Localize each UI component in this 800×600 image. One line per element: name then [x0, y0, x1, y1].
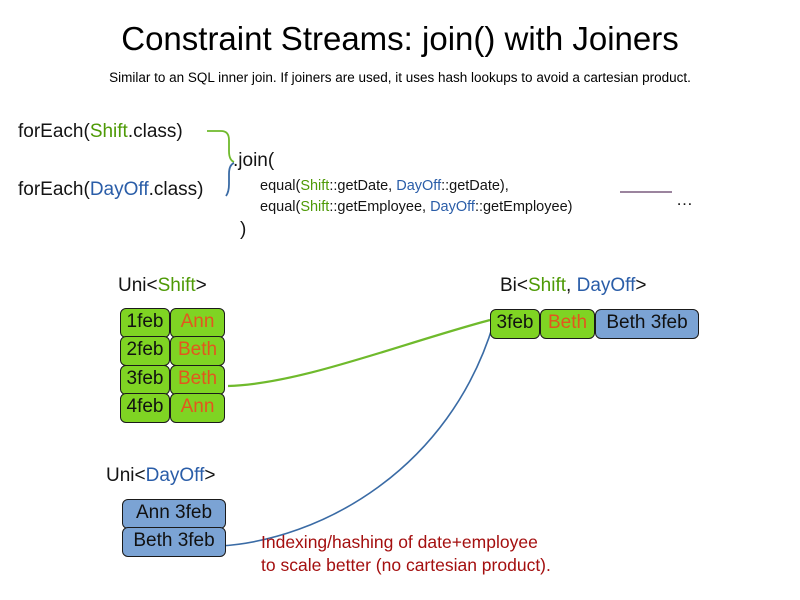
cell-date: 3feb — [120, 364, 170, 395]
page-subtitle: Similar to an SQL inner join. If joiners… — [109, 70, 691, 85]
joiner-1-left-method: ::getEmployee, — [329, 199, 431, 215]
uni-dayoff-label-type: DayOff — [145, 465, 205, 486]
table-row[interactable]: 3feb Beth — [120, 364, 225, 395]
annotation-note: Indexing/hashing of date+employee to sca… — [261, 531, 551, 577]
bi-label-sep: , — [566, 275, 577, 296]
bi-label-type-b: DayOff — [576, 275, 636, 296]
annotation-line-2: to scale better (no cartesian product). — [261, 555, 551, 575]
code-join-close: ) — [240, 219, 247, 240]
joiner-0-left-type: Shift — [300, 178, 330, 194]
joiner-0-right-type: DayOff — [396, 178, 442, 194]
code-joiner-equal-employee: equal(Shift::getEmployee, DayOff::getEmp… — [260, 199, 572, 215]
table-row[interactable]: 3feb Beth Beth 3feb — [490, 309, 699, 339]
cell-dayoff-pair: Ann 3feb — [122, 499, 226, 529]
joiner-ellipsis: … — [676, 190, 694, 209]
foreach-dayoff-type: DayOff — [89, 179, 149, 200]
foreach-dayoff-suffix: .class) — [148, 179, 204, 200]
cell-date: 4feb — [120, 393, 170, 424]
joiner-0-left-method: ::getDate, — [329, 178, 397, 194]
joiner-0-right-method: ::getDate), — [441, 178, 509, 194]
cell-employee: Beth — [170, 364, 225, 395]
uni-dayoff-label-prefix: Uni< — [106, 465, 146, 486]
cell-date: 3feb — [490, 309, 540, 339]
cell-employee: Ann — [170, 308, 225, 338]
code-joiner-equal-date: equal(Shift::getDate, DayOff::getDate), — [260, 178, 509, 194]
table-row[interactable]: Ann 3feb — [122, 499, 226, 529]
connector-dayoff-row-to-bi — [219, 321, 495, 547]
code-join-open: .join( — [233, 150, 275, 171]
foreach-shift-prefix: forEach( — [18, 121, 90, 142]
foreach-dayoff-prefix: forEach( — [18, 179, 90, 200]
uni-shift-label-prefix: Uni< — [118, 275, 158, 296]
joiner-0-fn: equal( — [260, 178, 301, 194]
connector-shift-row-to-bi — [227, 318, 491, 388]
foreach-shift-suffix: .class) — [127, 121, 183, 142]
bi-tuple-stack: 3feb Beth Beth 3feb — [490, 309, 699, 339]
cell-date: 1feb — [120, 308, 170, 338]
bi-label-prefix: Bi< — [500, 275, 528, 296]
bi-label-suffix: > — [635, 275, 647, 296]
uni-shift-label-suffix: > — [195, 275, 207, 296]
code-foreach-dayoff: forEach(DayOff.class) — [18, 179, 204, 201]
cell-dayoff-pair: Beth 3feb — [122, 527, 226, 558]
connector-shift-to-join — [207, 130, 235, 163]
label-bi-shift-dayoff: Bi<Shift, DayOff> — [500, 275, 646, 297]
cell-date: 2feb — [120, 336, 170, 367]
uni-shift-label-type: Shift — [157, 275, 196, 296]
cell-employee: Beth — [170, 336, 225, 367]
uni-shift-tuple-stack: 1feb Ann 2feb Beth 3feb Beth 4feb Ann — [120, 308, 225, 424]
annotation-line-1: Indexing/hashing of date+employee — [261, 532, 538, 552]
joiner-1-right-method: ::getEmployee) — [474, 199, 573, 215]
cell-employee: Ann — [170, 393, 225, 424]
label-uni-shift: Uni<Shift> — [118, 275, 207, 297]
uni-dayoff-tuple-stack: Ann 3feb Beth 3feb — [122, 499, 226, 558]
table-row[interactable]: 1feb Ann — [120, 308, 225, 338]
joiner-1-fn: equal( — [260, 199, 301, 215]
joiner-1-left-type: Shift — [300, 199, 330, 215]
bi-label-type-a: Shift — [528, 275, 567, 296]
code-foreach-shift: forEach(Shift.class) — [18, 121, 183, 143]
label-uni-dayoff: Uni<DayOff> — [106, 465, 216, 487]
table-row[interactable]: 4feb Ann — [120, 393, 225, 424]
joiner-1-right-type: DayOff — [430, 199, 475, 215]
table-row[interactable]: Beth 3feb — [122, 527, 226, 558]
table-row[interactable]: 2feb Beth — [120, 336, 225, 367]
cell-employee: Beth — [540, 309, 595, 339]
cell-dayoff-pair: Beth 3feb — [595, 309, 699, 339]
foreach-shift-type: Shift — [89, 121, 128, 142]
page-title: Constraint Streams: join() with Joiners — [121, 20, 679, 57]
uni-dayoff-label-suffix: > — [204, 465, 216, 486]
